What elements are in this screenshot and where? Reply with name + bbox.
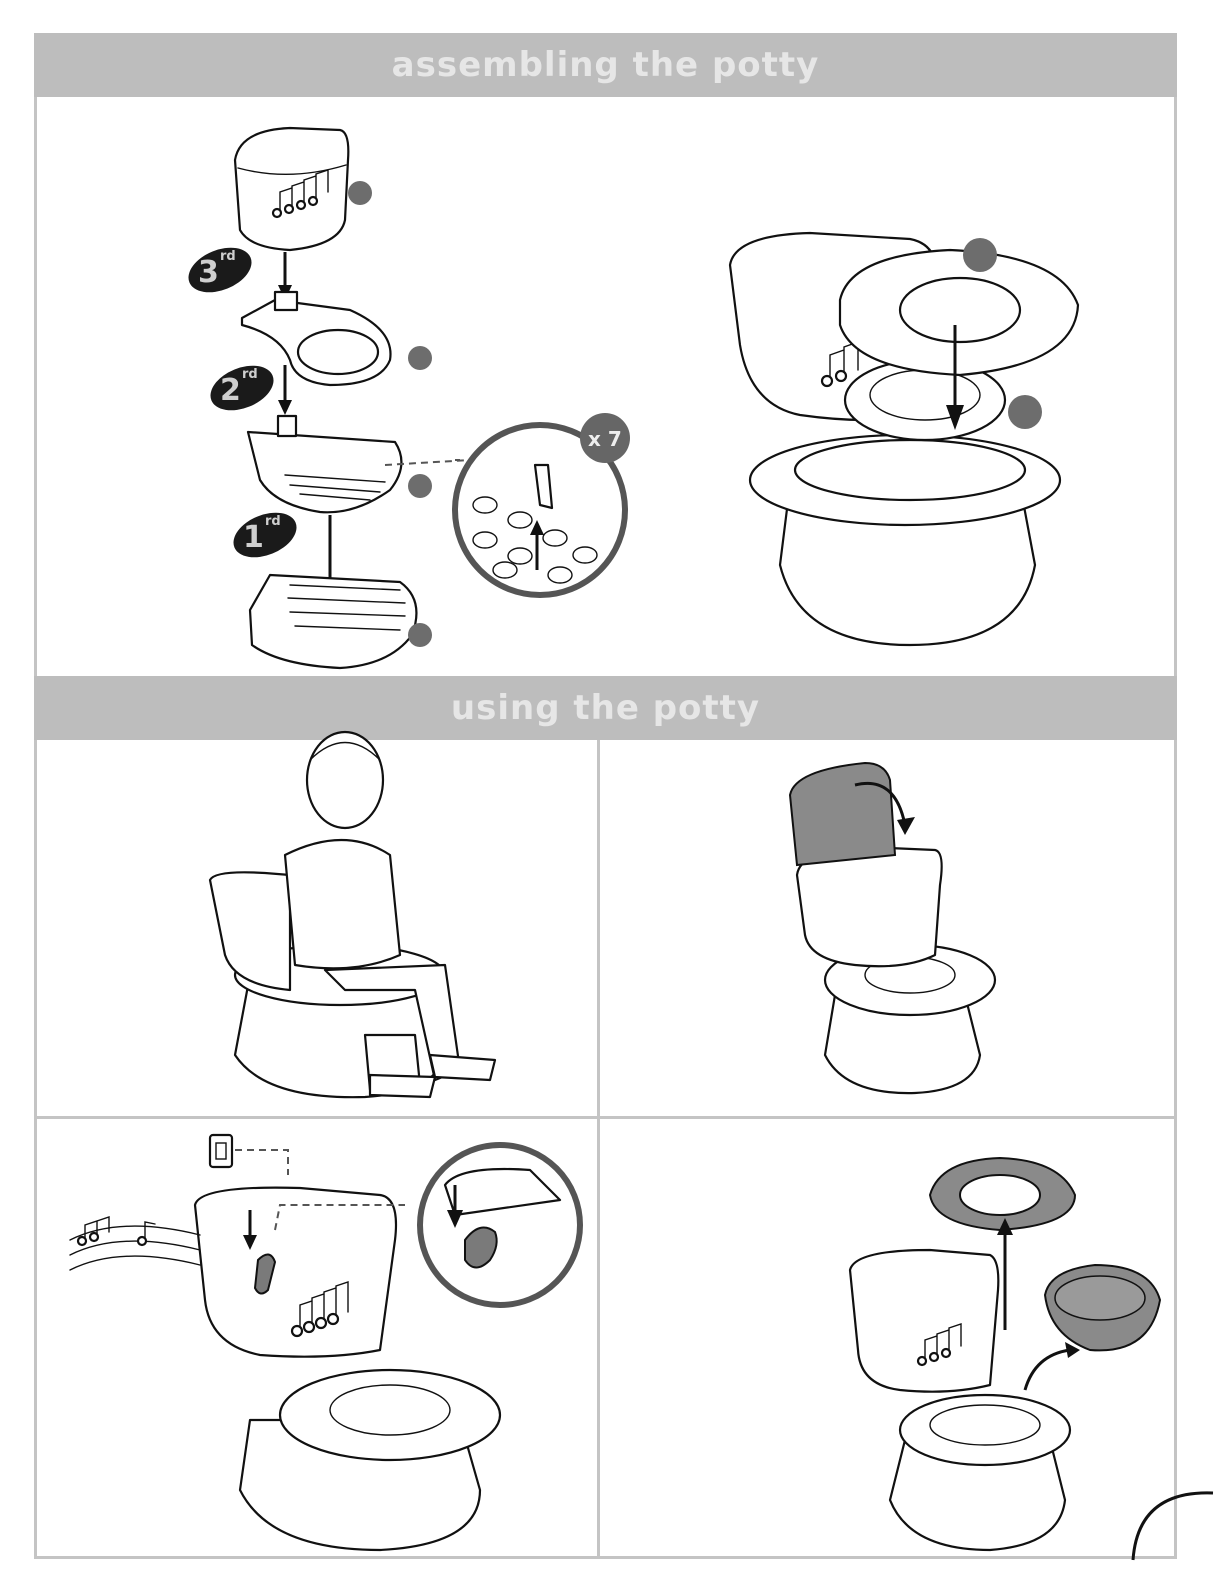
toilet-tank-icon: [210, 872, 290, 990]
callout-dot: [408, 474, 432, 498]
svg-text:2: 2: [220, 373, 241, 408]
assembly-exploded-diagram: 3 rd 2 rd 1 rd: [180, 120, 650, 675]
step-badge-1: 1 rd: [227, 504, 303, 566]
section-title-assembling: assembling the potty: [392, 45, 820, 85]
flush-sound-panel: [60, 1120, 580, 1560]
assembly-seat-insert-diagram: [720, 225, 1090, 665]
child-on-potty-panel: [205, 725, 505, 1105]
panel-divider-vertical: [597, 740, 600, 1559]
toilet-tank-icon: [850, 1250, 998, 1392]
svg-text:rd: rd: [220, 249, 236, 264]
latch-detail-callout: x 7: [385, 413, 630, 595]
callout-dot: [1008, 395, 1042, 429]
step-badge-3: 3 rd: [182, 239, 258, 301]
callout-dot: [963, 238, 997, 272]
switch-icon: [210, 1135, 232, 1167]
lid-open-panel: [785, 755, 1005, 1095]
page-corner: [1133, 1485, 1213, 1565]
svg-text:rd: rd: [242, 367, 258, 382]
panel-divider-horizontal: [34, 1116, 1177, 1119]
step-badge-2: 2 rd: [204, 357, 280, 419]
multiplier-label: x 7: [588, 427, 622, 451]
callout-dot: [408, 623, 432, 647]
potty-bowl-icon: [248, 416, 401, 512]
section-header-assembling: assembling the potty: [34, 33, 1177, 97]
tank-lid: [790, 763, 895, 865]
callout-dot: [348, 181, 372, 205]
remove-bowl-panel: [850, 1150, 1170, 1555]
svg-text:rd: rd: [265, 514, 281, 529]
toilet-tank-icon: [797, 847, 942, 966]
potty-base-icon: [250, 575, 416, 668]
potty-seat-icon: [280, 1370, 500, 1460]
toilet-tank-icon: [235, 128, 348, 250]
svg-text:3: 3: [198, 255, 219, 290]
callout-dot: [408, 346, 432, 370]
section-title-using: using the potty: [451, 688, 760, 728]
svg-text:1: 1: [243, 520, 264, 555]
